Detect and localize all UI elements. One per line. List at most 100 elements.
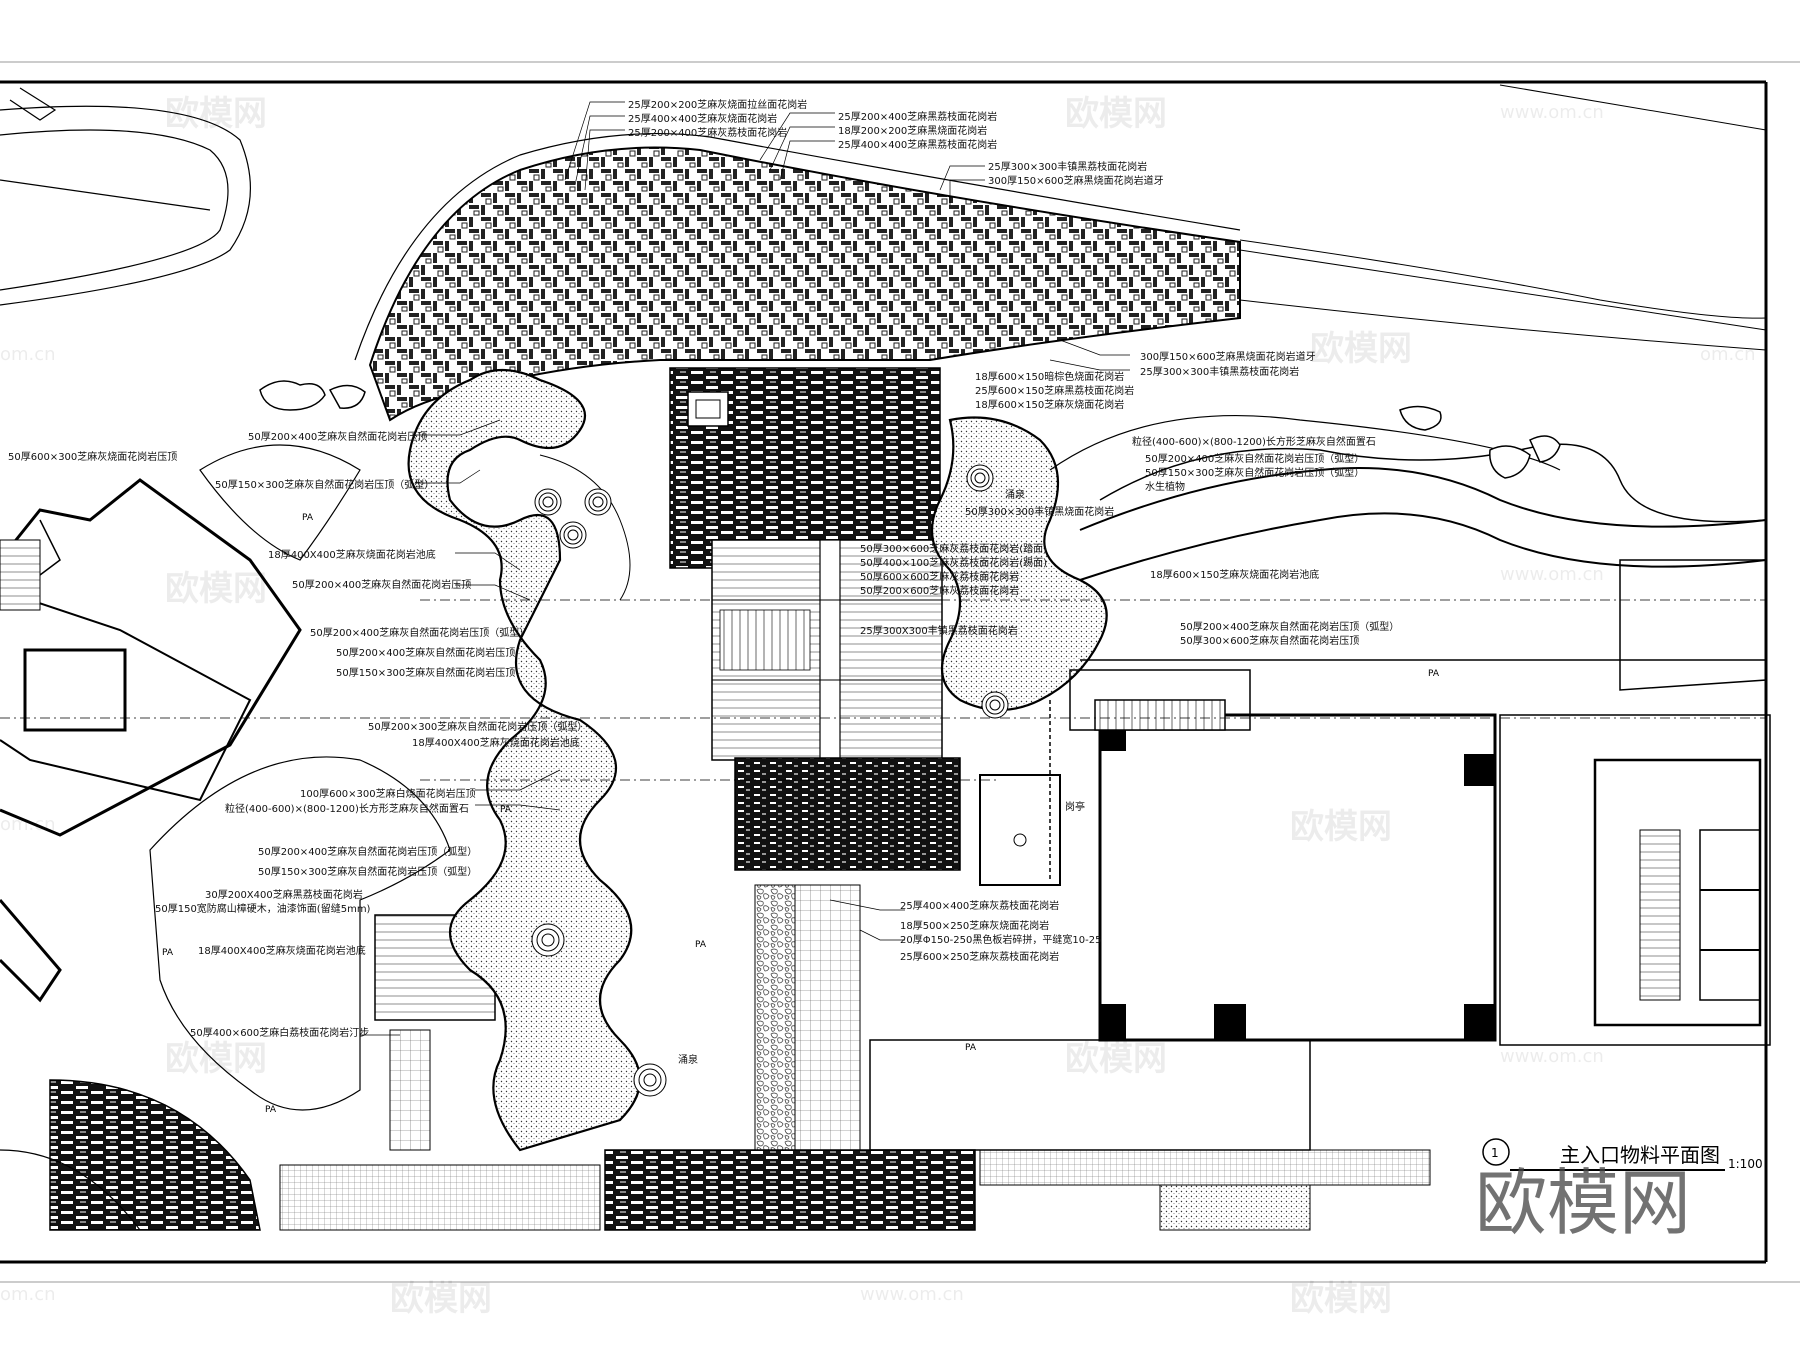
callout-label: 50厚150×300芝麻灰自然面花岗岩压顶（弧型） bbox=[1145, 466, 1364, 479]
watermark: 欧模网 bbox=[1065, 1039, 1167, 1079]
callout-label: 18厚600×150暗棕色烧面花岗岩 bbox=[975, 370, 1124, 383]
left-building bbox=[0, 478, 302, 1003]
plant-mark: PA bbox=[965, 1043, 977, 1053]
callouts-right: 300厚150×600芝麻黑烧面花岗岩道牙 25厚300×300丰镇黑荔枝面花岗… bbox=[965, 350, 1376, 581]
callout-label: 50厚200×400芝麻灰自然面花岗岩压顶（弧型） bbox=[310, 626, 529, 639]
callout-label: 50厚150×300芝麻灰自然面花岗岩压顶（弧型） bbox=[215, 478, 434, 491]
callouts-center: 50厚300×600芝麻灰荔枝面花岗岩(踏面) 50厚400×100芝麻灰荔枝面… bbox=[860, 542, 1399, 647]
watermark-url: www.om.cn bbox=[1500, 564, 1604, 585]
watermark: 欧模网 bbox=[1310, 329, 1412, 369]
callout-label: 25厚400×400芝麻灰荔枝面花岗岩 bbox=[900, 899, 1059, 912]
watermark: 欧模网 bbox=[1065, 94, 1167, 134]
leader-lines bbox=[360, 101, 1130, 1036]
callout-label: 18厚400X400芝麻灰烧面花岗岩池底 bbox=[268, 548, 436, 561]
callout-label: 50厚400×600芝麻白荔枝面花岗岩汀步 bbox=[190, 1026, 369, 1039]
callout-label: 18厚200×200芝麻黑烧面花岗岩 bbox=[838, 124, 987, 137]
watermark-url: www.om.cn bbox=[860, 1284, 964, 1305]
brand-watermark: 欧模网 bbox=[1475, 1161, 1691, 1245]
callout-label: 50厚200×400芝麻灰自然面花岗岩压顶（弧型） bbox=[1180, 620, 1399, 633]
plant-mark: PA bbox=[1428, 669, 1440, 679]
drawing-title: 主入口物料平面图 bbox=[1560, 1143, 1720, 1167]
callout-label: 涌泉 bbox=[1005, 488, 1025, 501]
watermark-url: om.cn bbox=[0, 814, 56, 835]
watermark: 欧模网 bbox=[390, 1279, 492, 1319]
callouts-top: 25厚200×200芝麻灰烧面拉丝面花岗岩 25厚400×400芝麻灰烧面花岗岩… bbox=[628, 98, 1164, 187]
callout-label: 50厚200×400芝麻灰自然面花岗岩压顶 bbox=[336, 646, 515, 659]
plant-mark: PA bbox=[695, 940, 707, 950]
callout-label: 25厚200×400芝麻灰荔枝面花岗岩 bbox=[628, 126, 787, 139]
callout-label: 50厚150×300芝麻灰自然面花岗岩压顶 bbox=[336, 666, 515, 679]
callout-label: 50厚150×300芝麻灰自然面花岗岩压顶（弧型） bbox=[258, 865, 477, 878]
callout-label: 50厚200×400芝麻灰自然面花岗岩压顶（弧型） bbox=[258, 845, 477, 858]
callout-label: 50厚600×600芝麻灰荔枝面花岗岩 bbox=[860, 570, 1019, 583]
callout-label: 18厚600×150芝麻灰烧面花岗岩池底 bbox=[1150, 568, 1319, 581]
watermarks: 欧模网 欧模网 www.om.cn om.cn 欧模网 om.cn 欧模网 ww… bbox=[0, 94, 1756, 1319]
callout-label: 粒径(400-600)×(800-1200)长方形芝麻灰自然面置石 bbox=[1132, 435, 1376, 448]
callout-label: 25厚200×200芝麻灰烧面拉丝面花岗岩 bbox=[628, 98, 807, 111]
callout-label: 50厚200×400芝麻灰自然面花岗岩压顶 bbox=[248, 430, 427, 443]
callout-label: 50厚200×300芝麻灰自然面花岗岩压顶（弧型） bbox=[368, 720, 587, 733]
callout-label: 300厚150×600芝麻黑烧面花岗岩道牙 bbox=[1140, 350, 1316, 363]
watermark-url: om.cn bbox=[1700, 344, 1756, 365]
entry-path bbox=[604, 884, 1431, 1231]
stair-tower bbox=[1593, 758, 1762, 1027]
fountains bbox=[531, 464, 1009, 1097]
callout-label: 25厚600×150芝麻黑荔枝面花岗岩 bbox=[975, 384, 1134, 397]
plant-mark: PA bbox=[500, 805, 512, 815]
central-stairs bbox=[711, 539, 943, 761]
callout-label: 50厚300×600芝麻灰自然面花岗岩压顶 bbox=[1180, 634, 1359, 647]
wooden-deck bbox=[374, 914, 496, 1151]
detail-number: 1 bbox=[1491, 1146, 1499, 1160]
callout-label: 25厚400×400芝麻灰烧面花岗岩 bbox=[628, 112, 777, 125]
pavilion-label: 岗亭 bbox=[1065, 800, 1085, 813]
callout-label: 水生植物 bbox=[1145, 480, 1185, 493]
callout-label: 粒径(400-600)×(800-1200)长方形芝麻灰自然面置石 bbox=[225, 802, 469, 815]
watermark: 欧模网 bbox=[1290, 1279, 1392, 1319]
plant-mark: PA bbox=[265, 1105, 277, 1115]
watermark-url: om.cn bbox=[0, 1284, 56, 1305]
callout-label: 50厚300×300丰镇黑烧面花岗岩 bbox=[965, 505, 1114, 518]
watermark: 欧模网 bbox=[165, 94, 267, 134]
callout-label: 18厚500×250芝麻灰烧面花岗岩 bbox=[900, 919, 1049, 932]
watermark-url: www.om.cn bbox=[1500, 102, 1604, 123]
callout-label: 50厚200×400芝麻灰自然面花岗岩压顶（弧型） bbox=[1145, 452, 1364, 465]
callout-label: 25厚600×250芝麻灰荔枝面花岗岩 bbox=[900, 950, 1059, 963]
watermark: 欧模网 bbox=[165, 1039, 267, 1079]
plant-mark: PA bbox=[302, 513, 314, 523]
lower-dark-paving bbox=[734, 757, 961, 871]
detail-number-circle bbox=[1482, 1138, 1510, 1166]
callout-label: 25厚400×400芝麻黑荔枝面花岗岩 bbox=[838, 138, 997, 151]
callout-label: 18厚400X400芝麻灰烧面花岗岩池底 bbox=[412, 736, 580, 749]
road-curve bbox=[0, 87, 251, 306]
left-water-channel bbox=[407, 369, 641, 1152]
left-stair bbox=[0, 539, 41, 611]
callout-label: 100厚600×300芝麻白烧面花岗岩压顶 bbox=[300, 787, 476, 800]
bottom-left-circle-paving bbox=[0, 1079, 601, 1231]
callouts-lower-center: 25厚400×400芝麻灰荔枝面花岗岩 18厚500×250芝麻灰烧面花岗岩 2… bbox=[678, 800, 1101, 1066]
callout-label: 20厚Φ150-250黑色板岩碎拼，平缝宽10-25 bbox=[900, 933, 1101, 946]
plant-labels: PA PA PA PA PA PA PA bbox=[162, 513, 1440, 1115]
drawing-scale: 1:100 bbox=[1728, 1157, 1763, 1171]
plant-mark: PA bbox=[162, 948, 174, 958]
axis-lines bbox=[0, 599, 1766, 781]
callouts-left: 50厚200×400芝麻灰自然面花岗岩压顶 50厚600×300芝麻灰烧面花岗岩… bbox=[8, 430, 587, 1039]
callout-label: 50厚600×300芝麻灰烧面花岗岩压顶 bbox=[8, 450, 177, 463]
callout-label: 18厚600×150芝麻灰烧面花岗岩 bbox=[975, 398, 1124, 411]
callout-label: 25厚300X300丰镇黑荔枝面花岗岩 bbox=[860, 624, 1018, 637]
callout-label: 300厚150×600芝麻黑烧面花岗岩道牙 bbox=[988, 174, 1164, 187]
callout-label: 25厚300×300丰镇黑荔枝面花岗岩 bbox=[988, 160, 1147, 173]
title-block: 1 主入口物料平面图 1:100 bbox=[1482, 1138, 1763, 1171]
callout-label: 50厚150宽防腐山樟硬木，油漆饰面(留缝5mm) bbox=[155, 902, 371, 915]
watermark-url: www.om.cn bbox=[1500, 1046, 1604, 1067]
watermark: 欧模网 bbox=[165, 569, 267, 609]
callout-label: 50厚200×400芝麻灰自然面花岗岩压顶 bbox=[292, 578, 471, 591]
callout-label: 25厚300×300丰镇黑荔枝面花岗岩 bbox=[1140, 365, 1299, 378]
callout-label: 25厚200×400芝麻黑荔枝面花岗岩 bbox=[838, 110, 997, 123]
guard-booth bbox=[979, 774, 1061, 886]
decorative-rocks bbox=[259, 380, 1561, 479]
callout-label: 50厚300×600芝麻灰荔枝面花岗岩(踏面) bbox=[860, 542, 1047, 555]
watermark-url: om.cn bbox=[0, 344, 56, 365]
watermark: 欧模网 bbox=[1290, 807, 1392, 847]
callout-label: 50厚400×100芝麻灰荔枝面花岗岩(踢面) bbox=[860, 556, 1047, 569]
